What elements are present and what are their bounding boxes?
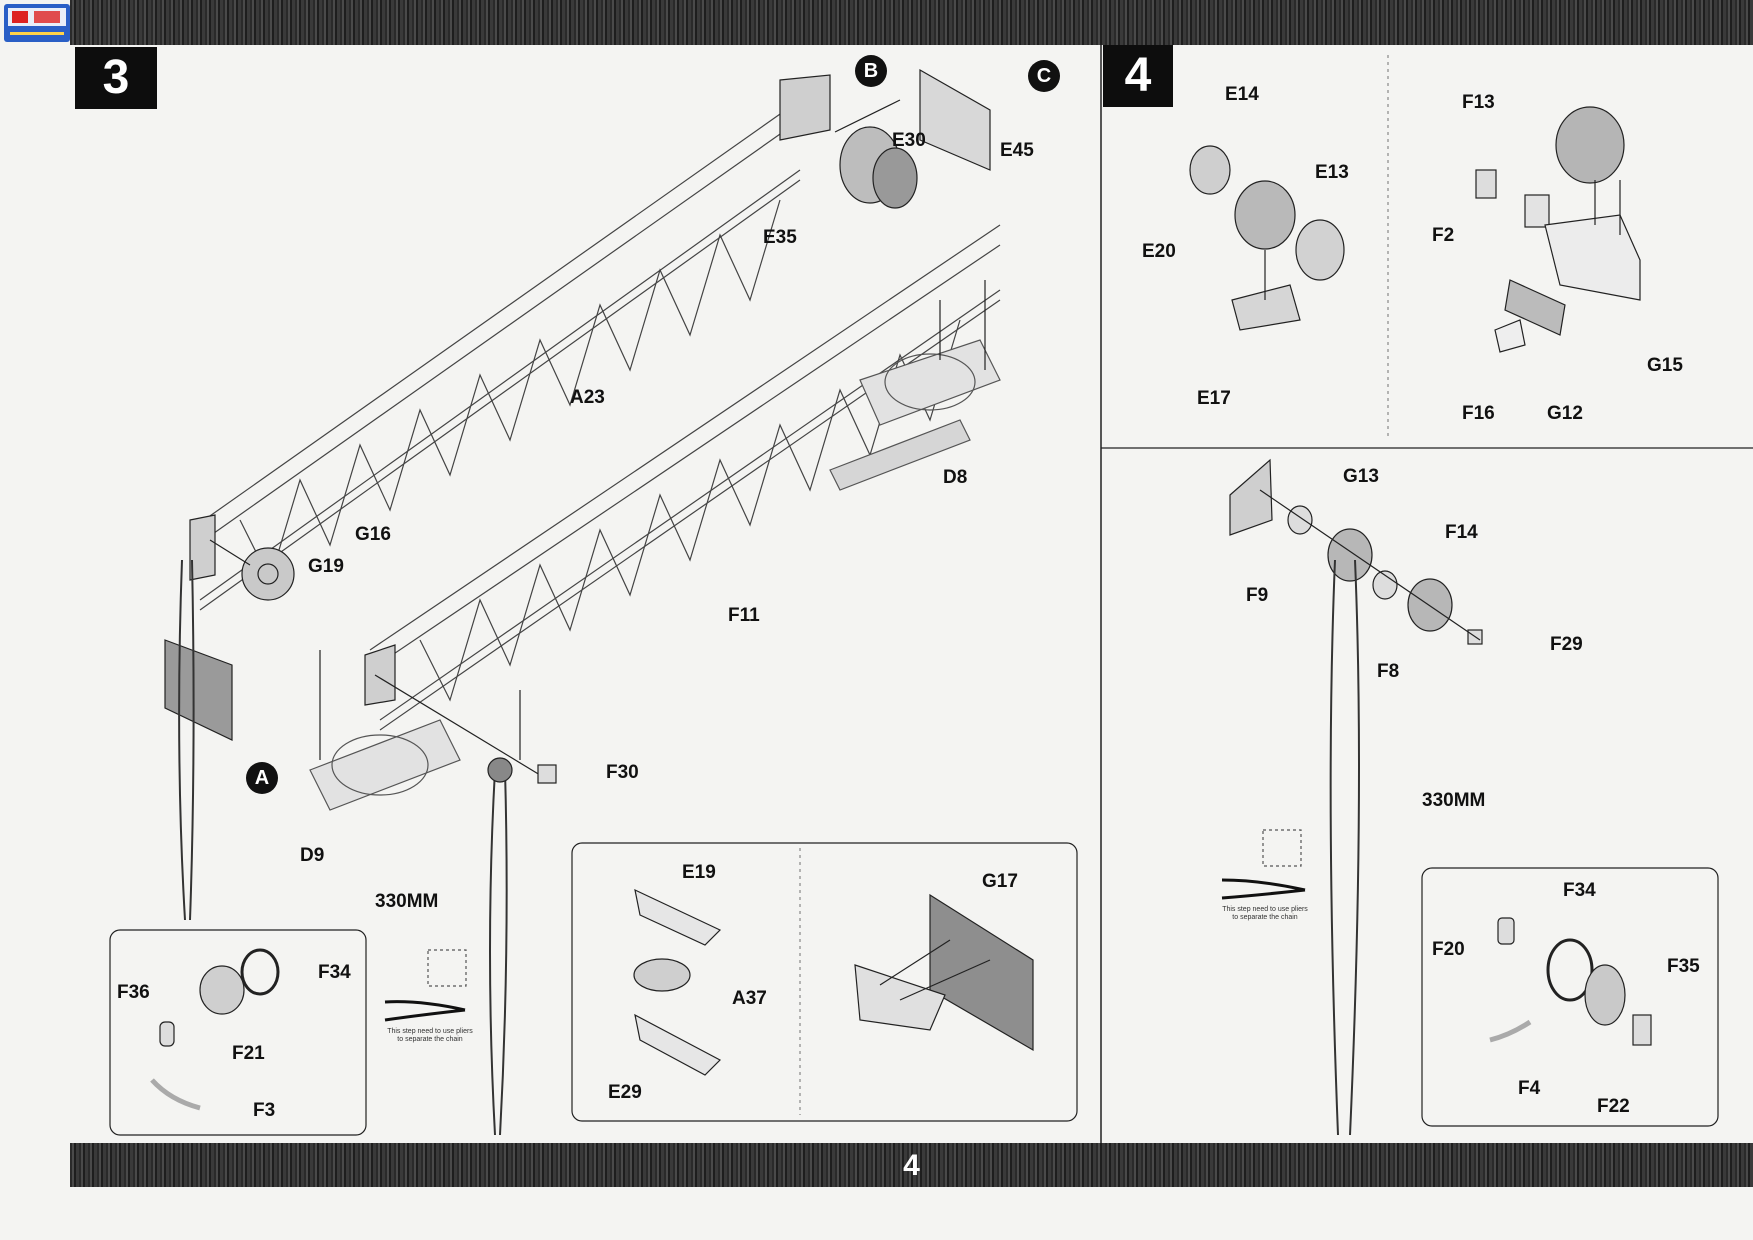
truss-back — [189, 99, 801, 611]
label-e20: E20 — [1142, 241, 1176, 262]
base-e17 — [1231, 284, 1301, 331]
reel-f35 — [1584, 964, 1626, 1026]
gear-g19 — [241, 547, 295, 601]
plate-e19 — [634, 888, 722, 946]
label-f4: F4 — [1518, 1078, 1541, 1099]
inset-box-left — [109, 929, 367, 1136]
motor-e20 — [1234, 180, 1296, 250]
label-f13: F13 — [1462, 92, 1495, 113]
inset-box-step4 — [1421, 867, 1719, 1127]
plate-g17 — [929, 893, 1034, 1052]
motor-housing-c — [919, 68, 991, 171]
sheet-panel — [164, 639, 233, 741]
end-plate-b — [779, 74, 831, 141]
label-g15: G15 — [1647, 355, 1683, 376]
label-f20: F20 — [1432, 939, 1465, 960]
label-f36: F36 — [117, 982, 150, 1003]
label-e45: E45 — [1000, 140, 1034, 161]
label-g16: G16 — [355, 524, 391, 545]
label-g19: G19 — [308, 556, 344, 577]
label-e13: E13 — [1315, 162, 1349, 183]
label-f8: F8 — [1377, 661, 1400, 682]
step-4-number: 4 — [1103, 45, 1173, 107]
callout-c: C — [1028, 60, 1060, 92]
plate-g12 — [1504, 279, 1566, 336]
label-e14: E14 — [1225, 84, 1259, 105]
label-d8: D8 — [943, 467, 968, 488]
chain-step3 — [489, 769, 496, 1136]
page-number: 4 — [903, 1149, 920, 1182]
label-g12: G12 — [1547, 403, 1583, 424]
label-f2: F2 — [1432, 225, 1455, 246]
step-3-number: 3 — [75, 47, 157, 109]
site-watermark-logo — [4, 4, 70, 42]
label-f35: F35 — [1667, 956, 1700, 977]
motor-g15 — [1555, 106, 1625, 184]
chain-left — [178, 559, 186, 921]
label-a37: A37 — [732, 988, 767, 1009]
chain-step4 — [1329, 559, 1339, 1136]
housing-g15 — [1544, 214, 1641, 301]
label-f11: F11 — [728, 605, 760, 626]
label-g17: G17 — [982, 871, 1018, 892]
label-f9: F9 — [1246, 585, 1269, 606]
bracket-f22 — [1632, 1014, 1652, 1046]
plate-g13 — [1229, 458, 1273, 536]
reel-f36 — [199, 965, 245, 1015]
bottom-band: 4 — [70, 1143, 1753, 1187]
inset-box-right — [571, 842, 1078, 1122]
label-e35: E35 — [763, 227, 797, 248]
label-f14: F14 — [1445, 522, 1478, 543]
pliers-note-step4: This step need to use pliers to separate… — [1222, 906, 1308, 921]
wheel-f14 — [1327, 528, 1373, 582]
label-d9: D9 — [300, 845, 325, 866]
label-f30: F30 — [606, 762, 639, 783]
ring-f34-step4 — [1546, 938, 1594, 1002]
label-chain-length-step3: 330MM — [375, 891, 439, 912]
bogie-d8 — [829, 339, 1001, 491]
label-f34: F34 — [318, 962, 351, 983]
bracket-f2 — [1524, 194, 1550, 228]
part-e14 — [1189, 145, 1231, 195]
washer-f8 — [1372, 570, 1398, 600]
label-f29: F29 — [1550, 634, 1583, 655]
label-f16: F16 — [1462, 403, 1495, 424]
label-chain-length-step4: 330MM — [1422, 790, 1486, 811]
part-f16 — [1494, 319, 1526, 353]
label-a23: A23 — [570, 387, 605, 408]
truss-front — [369, 224, 1001, 731]
callout-a: A — [246, 762, 278, 794]
bracket-f13 — [1475, 169, 1497, 199]
washer-f9 — [1287, 505, 1313, 535]
top-band — [70, 0, 1753, 45]
bogie-d9 — [309, 719, 461, 811]
pliers-icon-step3 — [384, 1000, 466, 1022]
label-e30: E30 — [892, 130, 926, 151]
label-e19: E19 — [682, 862, 716, 883]
label-f34-step4: F34 — [1563, 880, 1596, 901]
label-e29: E29 — [608, 1082, 642, 1103]
label-e17: E17 — [1197, 388, 1231, 409]
callout-b: B — [855, 55, 887, 87]
ring-f34 — [240, 948, 280, 996]
label-g13: G13 — [1343, 466, 1379, 487]
label-f22: F22 — [1597, 1096, 1630, 1117]
pulley-a37 — [633, 958, 691, 992]
pliers-icon-step4 — [1221, 878, 1306, 900]
label-f21: F21 — [232, 1043, 265, 1064]
label-f3: F3 — [253, 1100, 276, 1121]
cap-e13 — [1295, 219, 1345, 281]
pliers-note-step3: This step need to use pliers to separate… — [387, 1028, 473, 1043]
